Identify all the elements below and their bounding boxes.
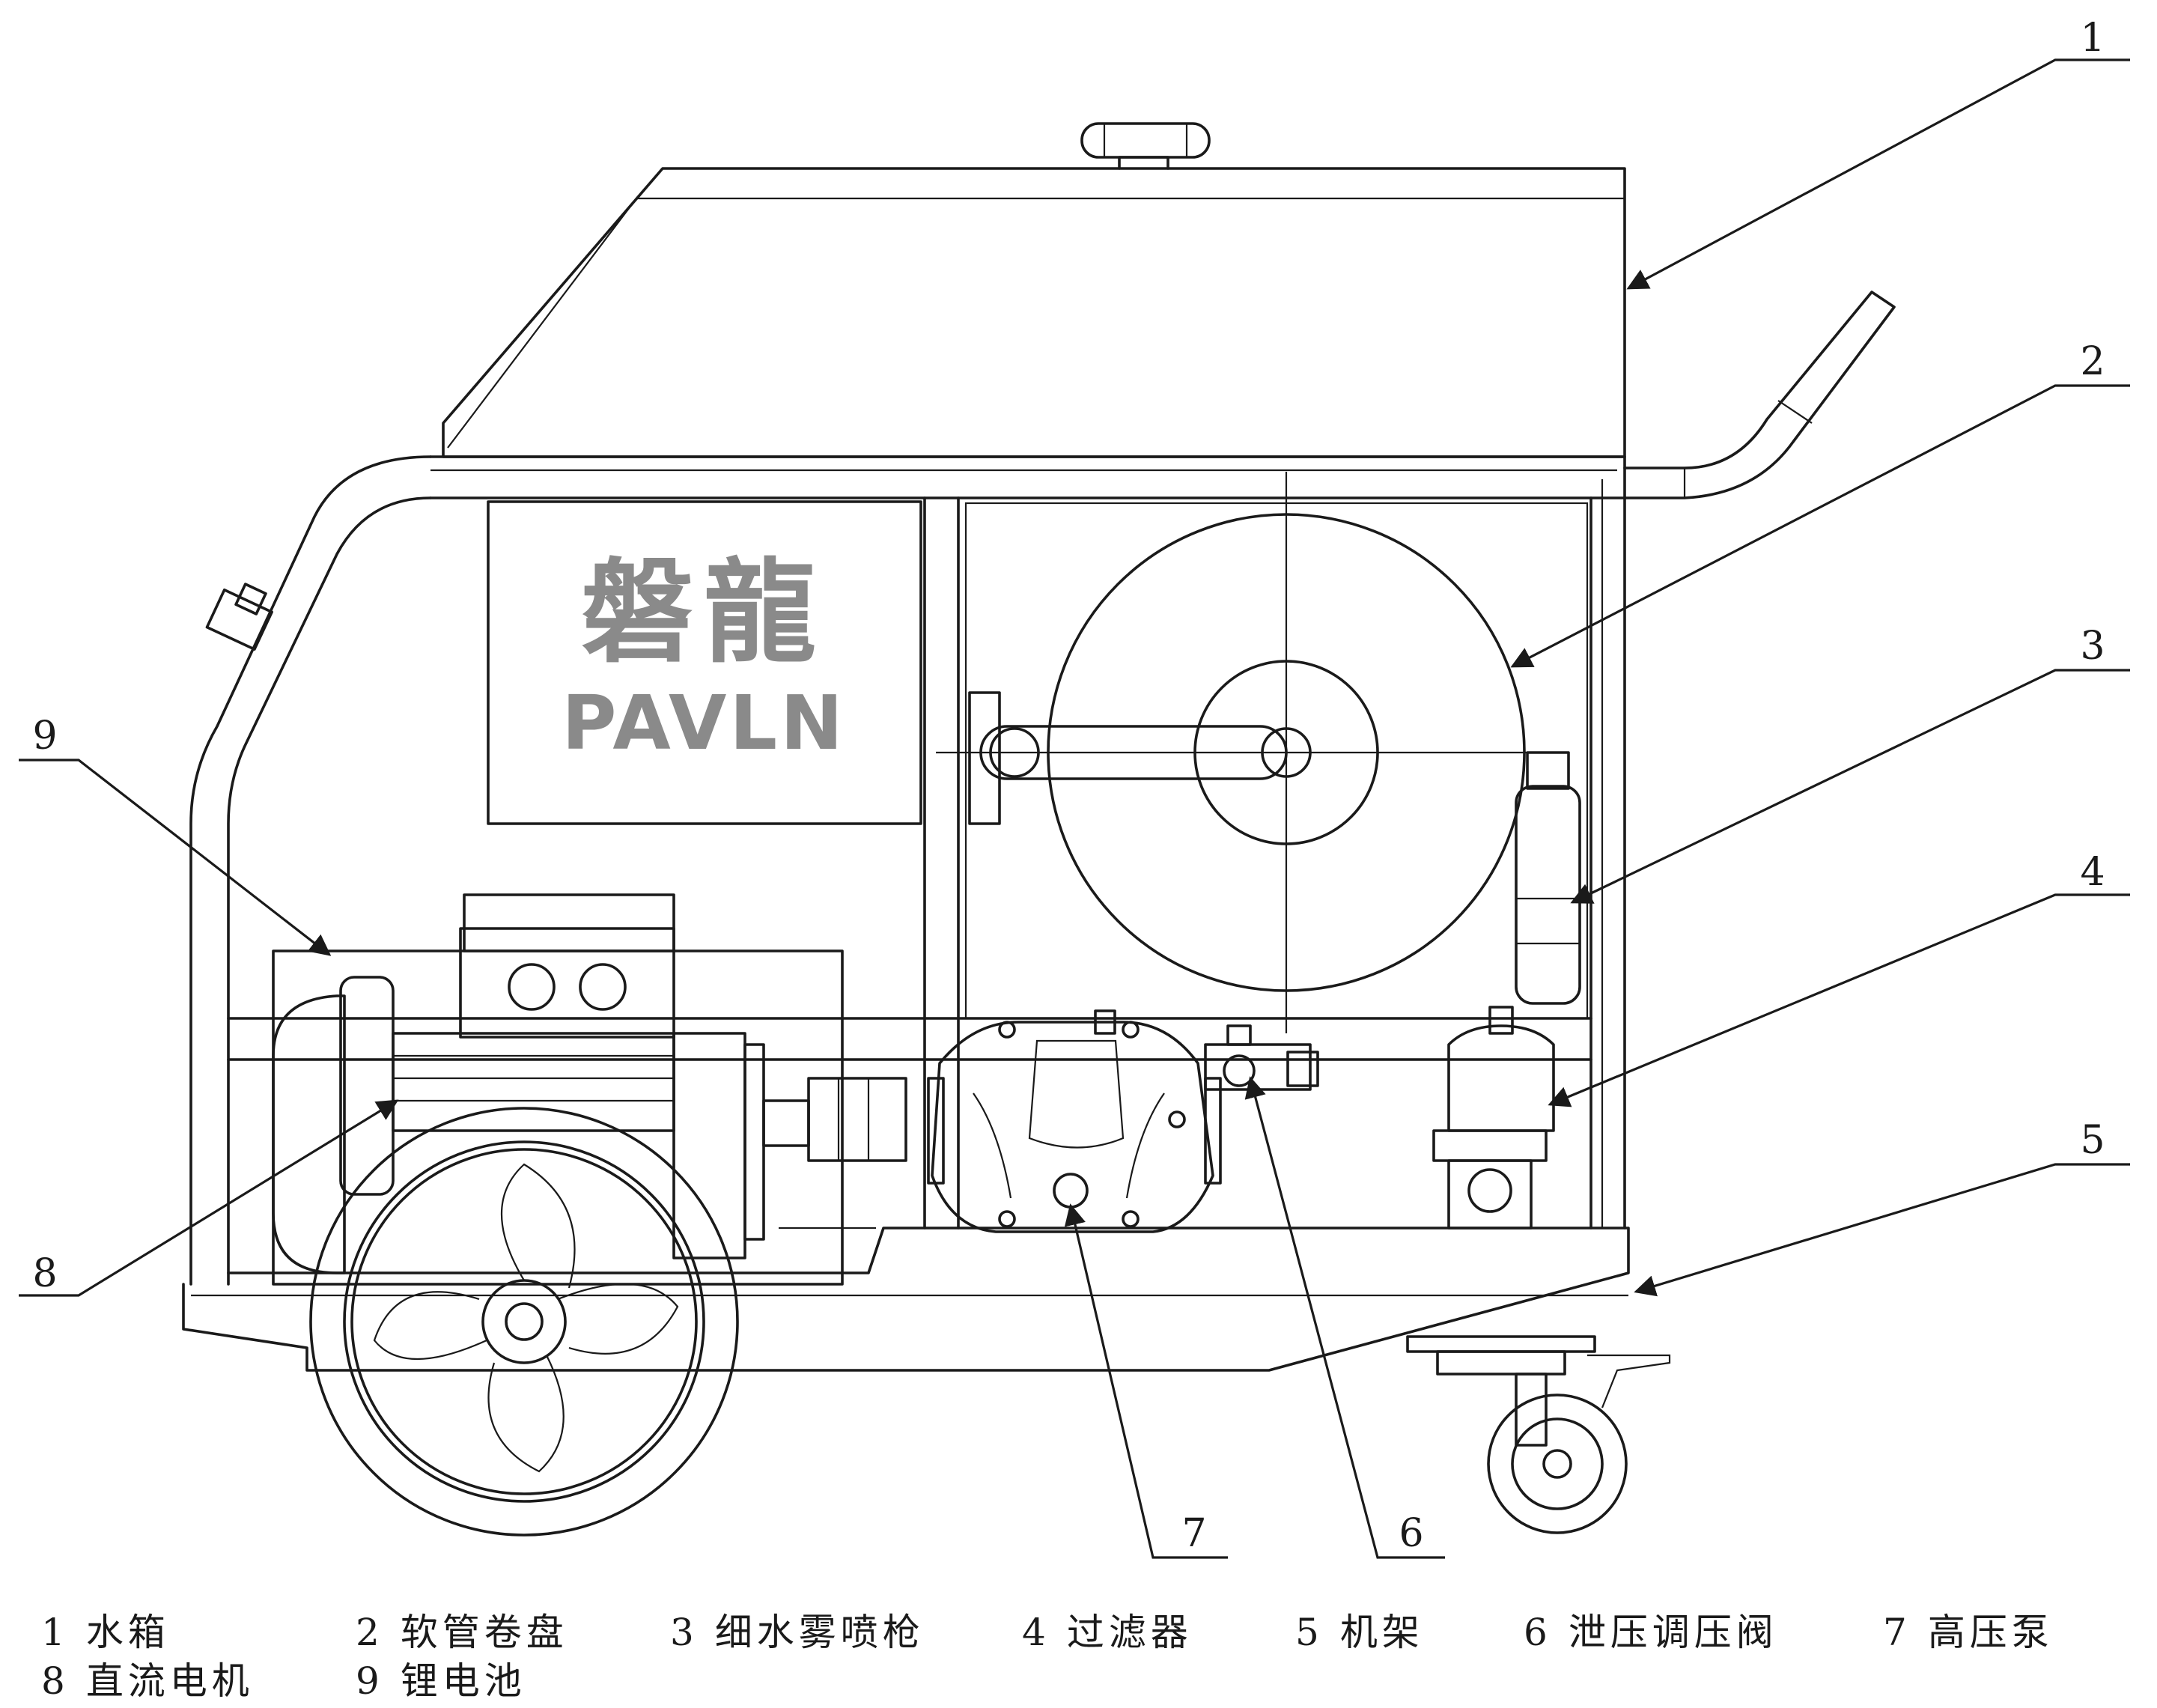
legend-label: 锂电池 [400,1659,526,1703]
caster-wheel [1406,1335,1671,1534]
callout-number: 2 [2080,339,2105,384]
logo-panel: 磐龍 PAVLN [487,500,922,825]
callout-number: 9 [32,714,57,759]
front-wheel [309,1107,739,1537]
callout-8: 8 [19,1099,399,1297]
legend-number: 9 [356,1659,384,1703]
legend-number: 7 [1883,1611,1911,1654]
rear-compartment [964,502,1589,1020]
legend-label: 过滤器 [1066,1611,1193,1654]
filter [1432,1006,1555,1230]
legend-item-dc-motor: 8 直流电机 [41,1651,254,1705]
water-tank [442,122,1626,458]
legend-label: 软管卷盘 [400,1611,568,1654]
callout-1: 1 [1626,16,2130,290]
legend-label: 细水雾喷枪 [714,1611,925,1654]
logo-chinese: 磐龍 [581,548,827,678]
legend-item-spray-gun: 3 细水雾喷枪 [670,1602,925,1656]
legend-number: 8 [41,1659,70,1703]
legend-label: 机架 [1339,1611,1424,1654]
switch-icon [205,583,273,651]
callout-2: 2 [1510,339,2130,668]
callout-3: 3 [1570,624,2130,904]
legend-item-high-pressure-pump: 7 高压泵 [1883,1602,2054,1656]
legend-number: 5 [1295,1611,1324,1654]
callout-number: 1 [2080,16,2105,61]
dc-motor [272,893,907,1274]
legend-number: 1 [41,1611,70,1654]
legend-number: 6 [1524,1611,1552,1654]
high-pressure-pump [927,1009,1222,1233]
callout-number: 8 [32,1251,57,1296]
legend-label: 直流电机 [85,1659,254,1703]
legend-item-filter: 4 过滤器 [1022,1602,1193,1656]
callout-7: 7 [1064,1203,1228,1559]
callout-4: 4 [1548,850,2130,1107]
callout-number: 7 [1181,1511,1206,1556]
spray-gun [1515,751,1581,1005]
legend-item-frame: 5 机架 [1295,1602,1424,1656]
frame [182,291,1896,1372]
callout-6: 6 [1244,1076,1445,1559]
legend-label: 高压泵 [1927,1611,2054,1654]
lithium-battery [272,949,844,1286]
relief-valve [1204,1024,1319,1091]
callout-number: 3 [2080,624,2105,669]
callout-number: 6 [1399,1511,1423,1556]
callout-number: 4 [2080,850,2105,895]
callout-number: 5 [2080,1118,2105,1163]
hose-reel [936,472,1557,1033]
legend-number: 4 [1022,1611,1050,1654]
legend-item-relief-valve: 6 泄压调压阀 [1524,1602,1778,1656]
callout-5: 5 [1634,1118,2130,1297]
legend-label: 泄压调压阀 [1568,1611,1778,1654]
legend-item-water-tank: 1 水箱 [41,1602,170,1656]
legend-item-lithium-battery: 9 锂电池 [356,1651,526,1705]
legend-number: 3 [670,1611,699,1654]
logo-latin: PAVLN [562,679,846,767]
legend-number: 2 [356,1611,384,1654]
callout-9: 9 [19,714,332,956]
legend-item-hose-reel: 2 软管卷盘 [356,1602,568,1656]
legend-label: 水箱 [85,1611,170,1654]
